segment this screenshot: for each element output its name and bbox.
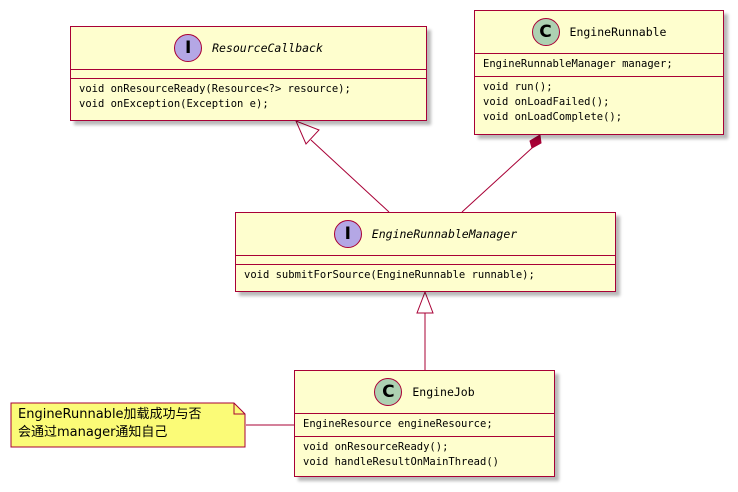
class-header: I EngineRunnableManager xyxy=(236,213,615,255)
fields-section xyxy=(71,69,426,78)
method-line: void submitForSource(EngineRunnable runn… xyxy=(244,269,535,281)
note-shape xyxy=(10,402,246,448)
method-line: void onLoadComplete(); xyxy=(483,111,623,123)
fields-section xyxy=(236,255,615,264)
class-header: I ResourceCallback xyxy=(71,27,426,69)
method-line: void onResourceReady(Resource<?> resourc… xyxy=(79,83,351,95)
methods-section: void run(); void onLoadFailed(); void on… xyxy=(475,76,723,129)
note-line-2: 会通过manager通知自己 xyxy=(18,425,168,440)
note-line-1: EngineRunnable加载成功与否 xyxy=(18,407,202,422)
class-header: C EngineJob xyxy=(295,371,554,413)
field-line: EngineResource engineResource; xyxy=(303,418,493,430)
realization-arrowhead-callback xyxy=(295,120,320,145)
methods-section: void onResourceReady(); void handleResul… xyxy=(295,436,554,474)
class-header: C EngineRunnable xyxy=(475,11,723,53)
fields-section: EngineResource engineResource; xyxy=(295,413,554,436)
interface-badge-icon: I xyxy=(174,34,203,62)
realization-edge-manager-to-callback xyxy=(310,139,390,213)
method-line: void run(); xyxy=(483,81,553,93)
note-text: EngineRunnable加载成功与否 会通过manager通知自己 xyxy=(18,406,202,442)
method-line: void onResourceReady(); xyxy=(303,441,449,453)
composition-edge-runnable-to-manager xyxy=(461,147,533,213)
class-badge-icon: C xyxy=(531,18,560,46)
method-line: void onLoadFailed(); xyxy=(483,96,610,108)
class-name: ResourceCallback xyxy=(212,41,323,55)
methods-section: void onResourceReady(Resource<?> resourc… xyxy=(71,78,426,116)
class-name: EngineJob xyxy=(412,385,475,399)
methods-section: void submitForSource(EngineRunnable runn… xyxy=(236,264,615,287)
class-box-engine-runnable-manager: I EngineRunnableManager void submitForSo… xyxy=(235,212,616,292)
class-name: EngineRunnableManager xyxy=(371,227,518,241)
class-box-engine-job: C EngineJob EngineResource engineResourc… xyxy=(294,370,555,477)
field-line: EngineRunnableManager manager; xyxy=(483,58,673,70)
method-line: void handleResultOnMainThread() xyxy=(303,456,499,468)
interface-badge-icon: I xyxy=(333,220,362,248)
method-line: void onException(Exception e); xyxy=(79,98,269,110)
class-name: EngineRunnable xyxy=(569,25,667,39)
class-box-resource-callback: I ResourceCallback void onResourceReady(… xyxy=(70,26,427,121)
note: EngineRunnable加载成功与否 会通过manager通知自己 xyxy=(10,402,246,448)
composition-diamond xyxy=(529,134,542,149)
class-box-engine-runnable: C EngineRunnable EngineRunnableManager m… xyxy=(474,10,724,135)
fields-section: EngineRunnableManager manager; xyxy=(475,53,723,76)
realization-arrowhead-manager xyxy=(416,290,434,314)
class-badge-icon: C xyxy=(374,378,403,406)
